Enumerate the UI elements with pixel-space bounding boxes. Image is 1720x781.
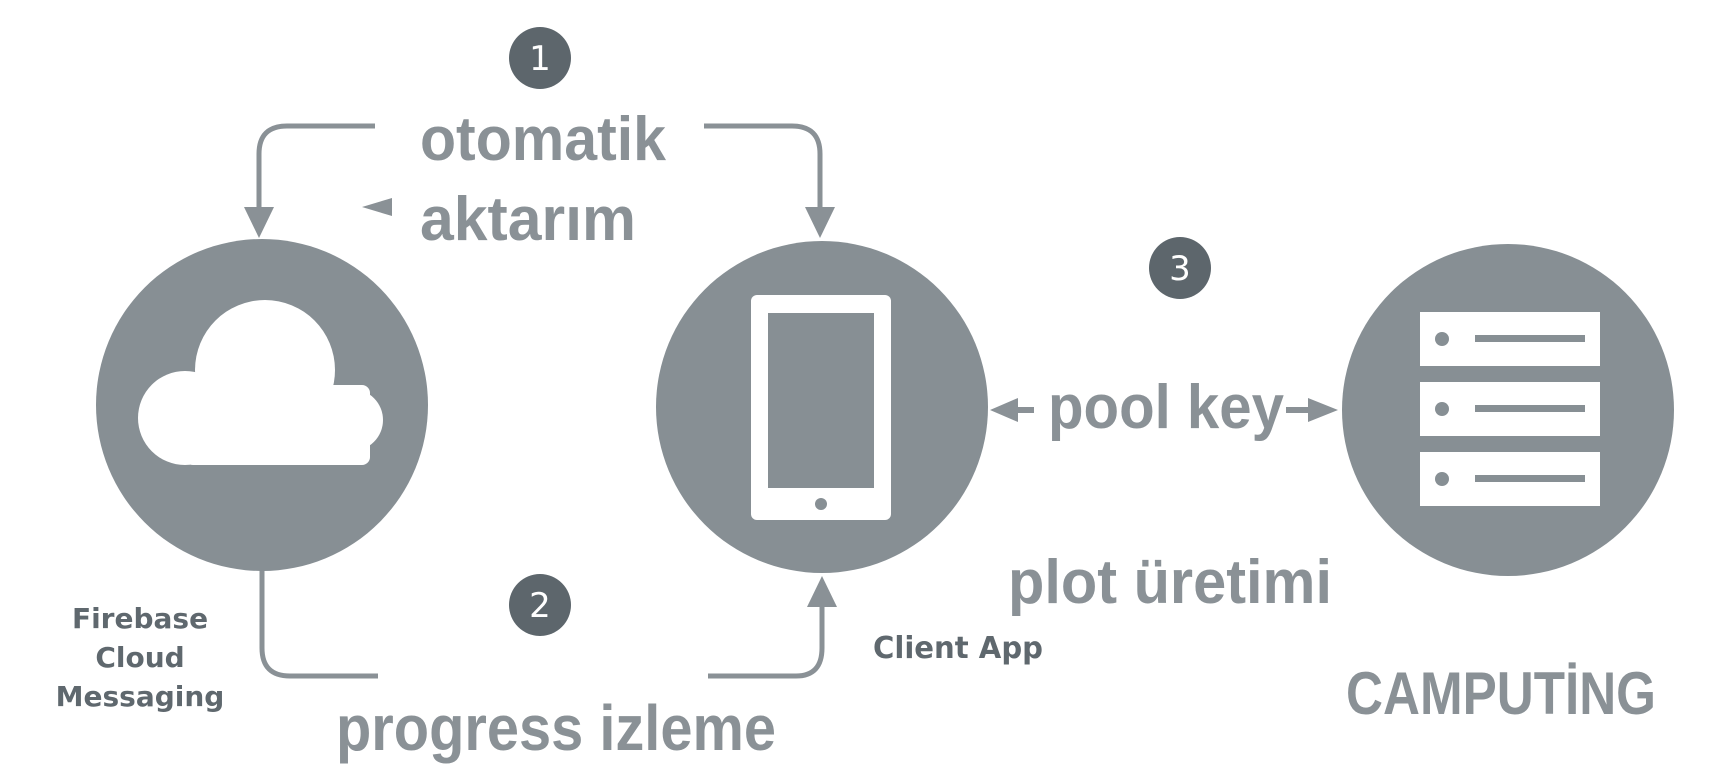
computing-caption: CAMPUTİNG bbox=[1346, 660, 1656, 727]
step3-label: pool key bbox=[1048, 373, 1284, 442]
arrow-down-icon bbox=[805, 207, 835, 238]
arrow-down-icon bbox=[244, 207, 274, 238]
computing-node bbox=[1342, 244, 1674, 576]
connector-bottom-right bbox=[708, 576, 837, 679]
arrow-left-icon bbox=[362, 198, 392, 216]
connector-top-right bbox=[704, 123, 835, 238]
step-number: 1 bbox=[529, 39, 551, 79]
step-number: 2 bbox=[529, 586, 551, 626]
step1-label-line1: otomatik bbox=[420, 105, 666, 174]
firebase-caption-line3: Messaging bbox=[56, 680, 225, 713]
step-number: 3 bbox=[1169, 249, 1191, 289]
plot-label: plot üretimi bbox=[1008, 548, 1332, 617]
client-node bbox=[656, 241, 988, 573]
connector-top-left bbox=[244, 123, 375, 238]
step-badge-3: 3 bbox=[1149, 237, 1211, 299]
client-caption: Client App bbox=[873, 631, 1043, 666]
step-badge-1: 1 bbox=[509, 27, 571, 89]
firebase-caption-line1: Firebase bbox=[72, 602, 208, 635]
firebase-node bbox=[96, 239, 428, 571]
firebase-caption-line2: Cloud bbox=[95, 641, 184, 674]
arrow-left-icon bbox=[990, 398, 1018, 422]
connector-pool-key bbox=[990, 398, 1338, 422]
tablet-icon bbox=[751, 295, 891, 520]
cloud-icon bbox=[138, 300, 383, 465]
arrow-right-icon bbox=[1308, 398, 1338, 422]
step2-label: progress izleme bbox=[336, 692, 776, 764]
arrow-up-icon bbox=[807, 576, 837, 607]
step1-label-line2: aktarım bbox=[420, 185, 636, 254]
server-icon bbox=[1420, 312, 1600, 506]
step-badge-2: 2 bbox=[509, 574, 571, 636]
connector-bottom-left bbox=[259, 568, 378, 679]
